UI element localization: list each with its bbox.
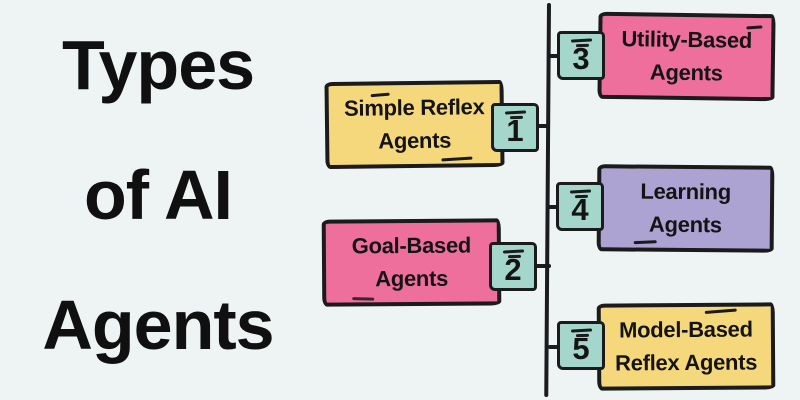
connector-stub-2 <box>534 264 551 268</box>
sketch-dash <box>574 194 589 198</box>
badge-number: 2 <box>504 252 522 287</box>
title-line-3: Agents <box>42 286 274 364</box>
agent-box-simple-reflex: Simple Reflex Agents <box>324 79 505 170</box>
agent-box-utility-based: Utility-Based Agents <box>597 11 776 102</box>
agent-box-label-line: Reflex Agents <box>615 349 758 376</box>
badge-number: 1 <box>506 113 524 148</box>
badge-number: 5 <box>572 331 590 366</box>
sketch-dash <box>441 156 473 162</box>
agent-box-label-line: Agents <box>648 211 722 238</box>
sketch-dash <box>746 25 763 30</box>
agent-box-label-line: Goal-Based <box>351 232 472 259</box>
sketch-dash <box>509 115 524 119</box>
sketch-dash <box>704 308 737 314</box>
agent-box-label-line: Learning <box>640 178 732 205</box>
sketch-dash <box>575 43 590 47</box>
agent-box-goal-based: Goal-Based Agents <box>321 218 502 307</box>
badge-number: 3 <box>572 41 590 76</box>
agent-box-label-line: Model-Based <box>618 316 753 343</box>
sketch-dash <box>507 254 522 258</box>
page-title: Types of AI Agents <box>12 0 304 390</box>
connector-stub-4 <box>548 205 561 209</box>
title-line-1: Types <box>61 26 255 104</box>
number-badge-5: 5 <box>557 321 605 370</box>
agent-box-label-line: Utility-Based <box>621 26 753 53</box>
badge-number: 4 <box>571 192 589 227</box>
title-line-2: of AI <box>84 156 233 234</box>
agent-box-label-line: Agents <box>378 127 452 154</box>
connector-trunk-line <box>544 2 551 398</box>
connector-stub-1 <box>535 124 550 128</box>
agent-box-label-line: Simple Reflex <box>343 94 485 121</box>
connector-stub-5 <box>548 345 562 349</box>
agent-box-label-line: Agents <box>649 59 723 86</box>
sketch-dash <box>575 333 590 337</box>
number-badge-4: 4 <box>556 182 604 231</box>
number-badge-1: 1 <box>491 103 539 152</box>
connector-stub-3 <box>548 54 562 58</box>
sketch-dash <box>633 240 657 245</box>
number-badge-3: 3 <box>557 31 605 80</box>
agent-box-label-line: Agents <box>375 265 449 292</box>
agent-box-learning: Learning Agents <box>596 164 775 253</box>
sketch-dash <box>352 297 375 301</box>
agent-box-model-based-reflex: Model-Based Reflex Agents <box>596 302 776 391</box>
number-badge-2: 2 <box>489 242 537 291</box>
